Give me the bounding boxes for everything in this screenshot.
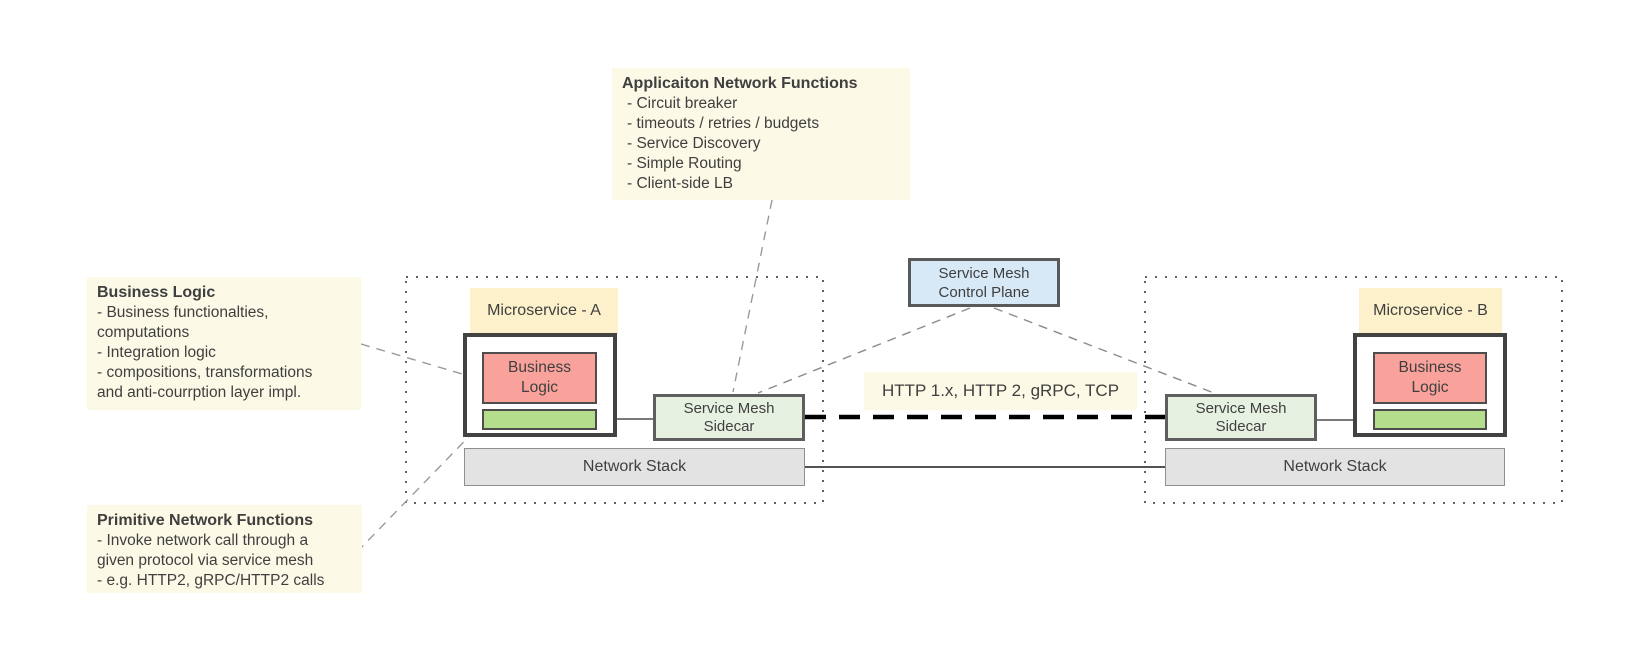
note-line: given protocol via service mesh <box>97 552 314 569</box>
note-line: - Service Discovery <box>627 135 761 152</box>
control-plane-to-sidecar-b-connector <box>993 307 1215 394</box>
note-line: - e.g. HTTP2, gRPC/HTTP2 calls <box>97 572 325 589</box>
note-application-network-functions: Applicaiton Network Functions - Circuit … <box>612 68 910 200</box>
microservice-b-label: Microservice - B <box>1359 288 1502 334</box>
note-line: - timeouts / retries / budgets <box>627 115 820 132</box>
note-line: - compositions, transformations <box>97 364 313 381</box>
microservice-a-dotted-border <box>405 276 824 504</box>
note-line: - Invoke network call through a <box>97 532 309 549</box>
note-line: and anti-courrption layer impl. <box>97 384 302 401</box>
anf-note-connector <box>732 199 773 393</box>
note-title: Primitive Network Functions <box>97 512 314 529</box>
business-logic-note-connector <box>360 343 480 380</box>
note-line: computations <box>97 324 190 341</box>
note-business-logic: Business Logic - Business functionalties… <box>87 277 361 410</box>
microservice-b-network-stack-box: Network Stack <box>1165 448 1505 486</box>
note-primitive-network-functions: Primitive Network Functions - Invoke net… <box>87 505 362 593</box>
note-line: - Simple Routing <box>627 155 742 172</box>
service-mesh-control-plane-box: Service Mesh Control Plane <box>908 258 1060 307</box>
note-line: - Business functionalties, <box>97 304 269 321</box>
note-line: - Client-side LB <box>627 175 733 192</box>
note-line: - Circuit breaker <box>627 95 738 112</box>
microservice-a-primitive-network-bar <box>482 409 597 430</box>
microservice-a-label: Microservice - A <box>470 288 618 334</box>
microservice-b-primitive-network-bar <box>1373 409 1487 430</box>
data-plane-protocols-label: HTTP 1.x, HTTP 2, gRPC, TCP <box>864 372 1137 410</box>
microservice-a-network-stack-box: Network Stack <box>464 448 805 486</box>
microservice-b-business-logic-box: Business Logic <box>1373 352 1487 404</box>
microservice-b-dotted-border <box>1144 276 1563 504</box>
microservice-a-business-logic-box: Business Logic <box>482 352 597 404</box>
note-line: - Integration logic <box>97 344 216 361</box>
note-title: Business Logic <box>97 284 216 301</box>
pnf-note-connector <box>356 420 485 553</box>
microservice-b-sidecar-box: Service Mesh Sidecar <box>1165 394 1317 441</box>
microservice-a-sidecar-box: Service Mesh Sidecar <box>653 394 805 441</box>
control-plane-to-sidecar-a-connector <box>757 307 971 394</box>
note-title: Applicaiton Network Functions <box>622 75 858 92</box>
